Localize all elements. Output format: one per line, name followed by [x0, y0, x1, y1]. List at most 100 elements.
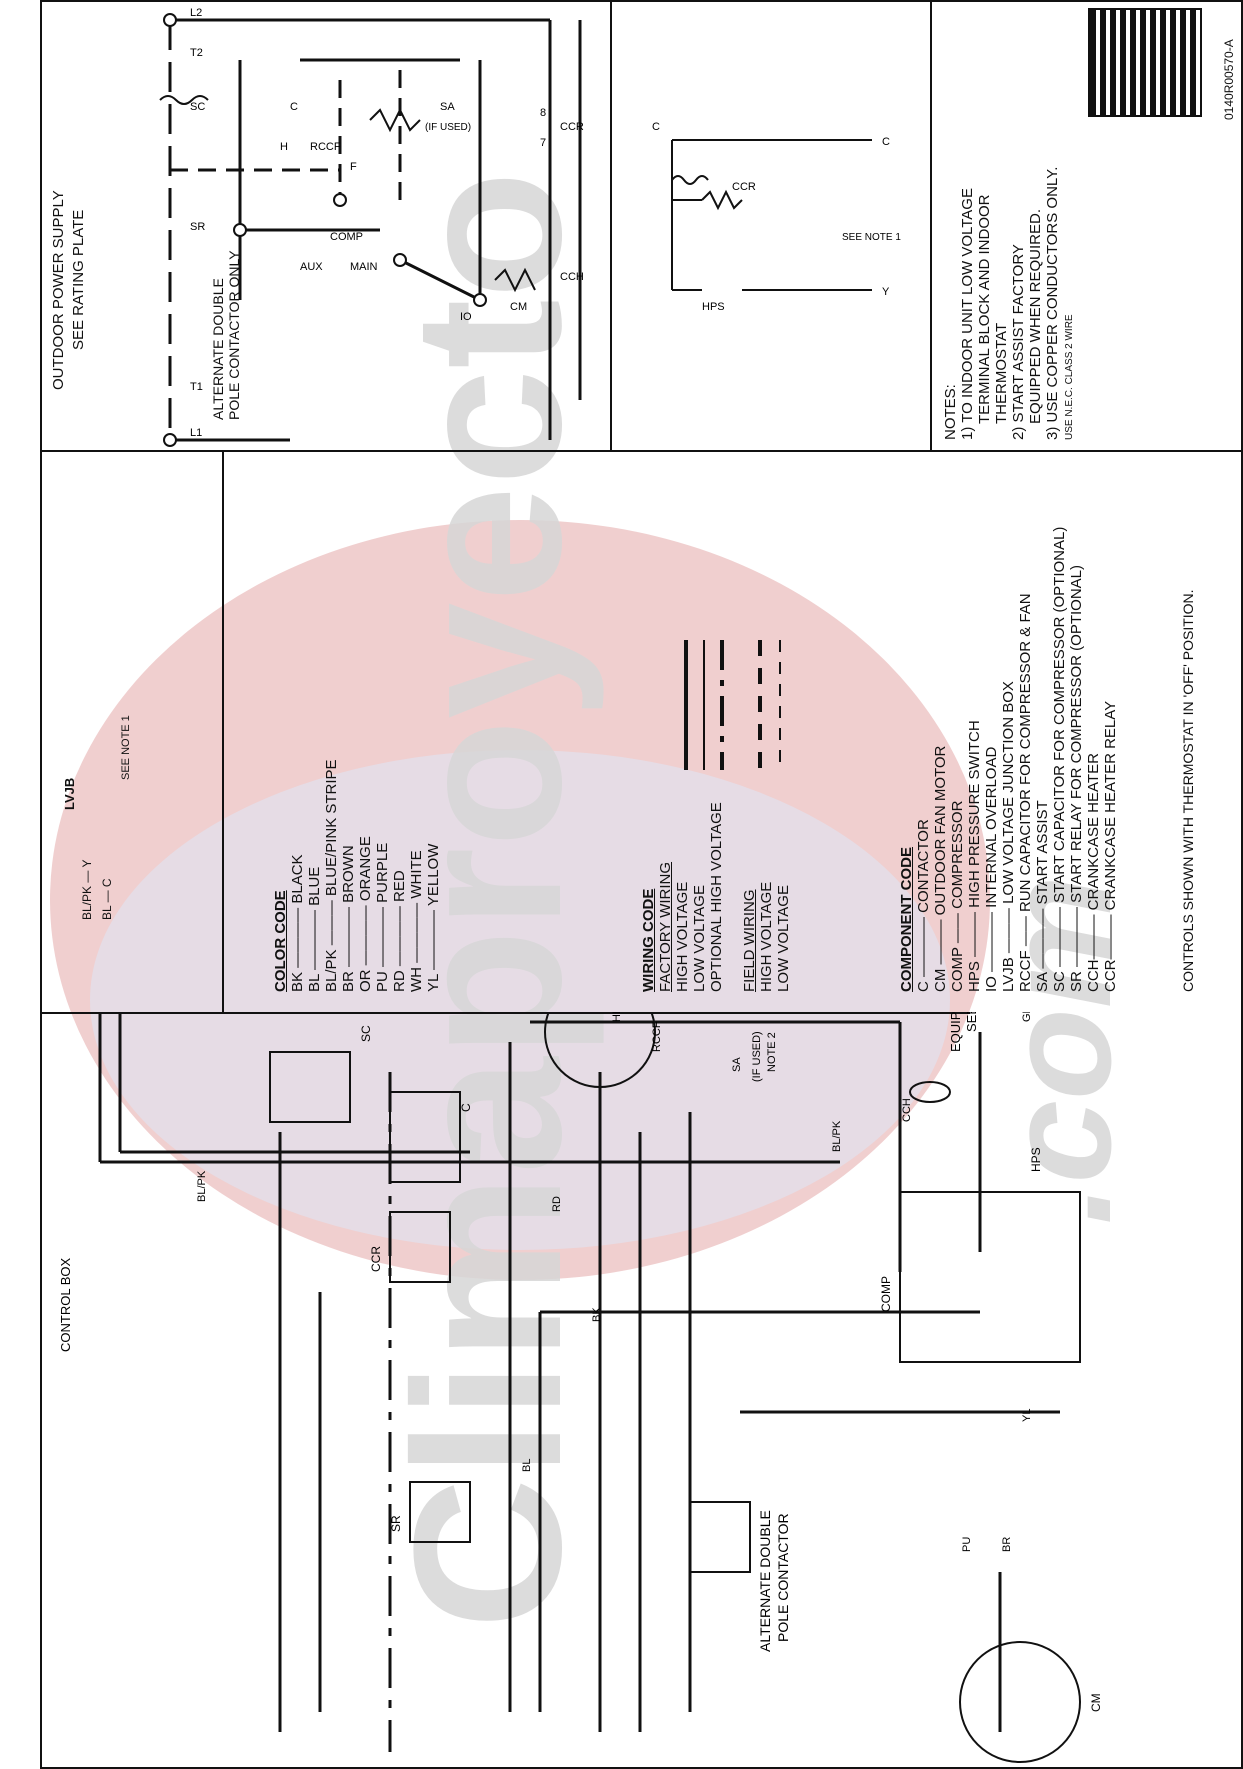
schem-label-CCR: CCR [560, 121, 584, 133]
lvjb-wire1: BL/PK — Y [80, 859, 94, 921]
field-high-voltage: HIGH VOLTAGE [758, 881, 775, 992]
ladder-cm: CM [1089, 1693, 1103, 1712]
note-line-1: 1) TO INDOOR UNIT LOW VOLTAGE [959, 188, 976, 440]
color-code-or: OR ———— ORANGE [357, 836, 374, 992]
color-code-rd: RD ———— RED [391, 870, 408, 992]
comp-code-cch: CCH——— CRANKCASE HEATER [1085, 753, 1102, 992]
ladder-alt1: ALTERNATE DOUBLE [757, 1510, 773, 1652]
lvjb-see-note: SEE NOTE 1 [120, 715, 132, 780]
comp-code-sa: SA ———— START ASSIST [1034, 800, 1051, 992]
ladder-cch: CCH [901, 1098, 913, 1122]
lvjb-term2: C [100, 878, 114, 888]
ladder-gr: GR [1021, 1012, 1033, 1022]
ladder-section-divider [222, 452, 224, 1012]
lv-label-Y: Y [882, 286, 890, 298]
low-voltage-divider [930, 0, 932, 452]
note-line-6: 3) USE COPPER CONDUCTORS ONLY. [1044, 166, 1061, 440]
component-code-legend: COMPONENT CODE C ———— CONTACTOR CM ——— O… [898, 527, 1119, 992]
wire-blpk-1: BL/PK [196, 1170, 208, 1202]
outdoor-supply-title: OUTDOOR POWER SUPPLY [50, 190, 67, 390]
color-code-blpk: BL/PK ——— BLUE/PINK STRIPE [323, 759, 340, 992]
schem-label-SA: SA [440, 101, 455, 113]
schem-label-L2: L2 [190, 7, 202, 19]
lvjb-title: LVJB [62, 777, 77, 810]
lv-label-C: C [652, 121, 660, 133]
note-line-2: TERMINAL BLOCK AND INDOOR [976, 194, 993, 424]
wiring-line-samples [684, 640, 781, 770]
schem-label-T1: T1 [190, 381, 203, 393]
wire-bl: BL [521, 1459, 533, 1472]
factory-high-voltage: HIGH VOLTAGE [674, 881, 691, 992]
ladder-sr: SR [389, 1515, 403, 1532]
comp-code-sr: SR ———— START RELAY FOR COMPRESSOR (OPTI… [1068, 564, 1085, 992]
schem-label-C-cap: C [290, 101, 298, 113]
schem-label-8: 8 [540, 107, 546, 119]
color-code-title: COLOR CODE [272, 890, 289, 992]
comp-code-c: C ———— CONTACTOR [915, 819, 932, 992]
color-code-legend: COLOR CODE BK ———— BLACK BL ———— BLUE BL… [272, 759, 442, 992]
wire-yl: YL [1021, 1409, 1033, 1422]
ladder-ccr: CCR [369, 1246, 383, 1272]
schem-label-L1: L1 [190, 427, 202, 439]
outdoor-supply-sub: SEE RATING PLATE [70, 209, 87, 350]
ladder-control-box: CONTROL BOX [58, 1258, 73, 1352]
wire-bk: BK [591, 1307, 603, 1322]
sr-box [409, 1481, 471, 1543]
schem-label-7: 7 [540, 137, 546, 149]
contactor-box [389, 1091, 461, 1183]
wiring-code-title: WIRING CODE [640, 888, 657, 992]
schem-label-MAIN: MAIN [350, 261, 378, 273]
ccr-box [389, 1211, 451, 1283]
color-code-br: BR ———— BROWN [340, 845, 357, 992]
ladder-herm: HERM [611, 1012, 623, 1022]
comp-box [899, 1191, 1081, 1363]
ladder-frame [40, 452, 1243, 1769]
field-wiring-title: FIELD WIRING [741, 889, 758, 992]
schem-label-CCH: CCH [560, 271, 584, 283]
cch-coil [909, 1081, 951, 1103]
notes-block: NOTES: 1) TO INDOOR UNIT LOW VOLTAGE TER… [942, 167, 1078, 440]
comp-code-ccr: CCR——— CRANKCASE HEATER RELAY [1102, 700, 1119, 992]
schem-label-SC: SC [190, 101, 205, 113]
lvjb-term1: Y [80, 859, 94, 868]
ladder-sc: SC [359, 1025, 373, 1042]
schematic-divider [610, 0, 612, 452]
wire-rd: RD [551, 1196, 563, 1212]
schematic-diagram: L2 L1 T2 T1 SC SR RCCF H F C SA (IF USED… [159, 7, 584, 447]
cm-circle [959, 1641, 1081, 1763]
low-voltage-circuit: C C CCR HPS Y SEE NOTE 1 [652, 121, 901, 313]
factory-optional-high: OPTIONAL HIGH VOLTAGE [708, 802, 725, 992]
comp-code-lvjb: LVJB ——— LOW VOLTAGE JUNCTION BOX [1000, 681, 1017, 992]
schem-label-H: H [280, 141, 288, 153]
lv-label-C-end: C [882, 136, 890, 148]
comp-code-hps: HPS ——— HIGH PRESSURE SWITCH [966, 720, 983, 992]
note-line-3: THERMOSTAT [993, 322, 1010, 424]
ladder-hps: HPS [1029, 1147, 1043, 1172]
schem-label-COMP: COMP [330, 231, 363, 243]
comp-code-cm: CM ——— OUTDOOR FAN MOTOR [932, 745, 949, 992]
factory-wiring-title: FACTORY WIRING [657, 861, 674, 992]
schem-label-SR: SR [190, 221, 205, 233]
schem-label-CM: CM [510, 301, 527, 313]
qr-code [1088, 8, 1202, 117]
color-code-bl: BL ———— BLUE [306, 866, 323, 992]
note-line-4: 2) START ASSIST FACTORY [1010, 244, 1027, 440]
wire-br: BR [1001, 1537, 1013, 1552]
lvjb-wire1-label: BL/PK [80, 885, 94, 920]
note-line-5: EQUIPPED WHEN REQUIRED. [1027, 208, 1044, 424]
notes-title: NOTES: [942, 384, 959, 440]
lvjb-wire2: BL — C [100, 878, 114, 920]
lv-label-CCR: CCR [732, 181, 756, 193]
ladder-sa: SA [731, 1057, 743, 1072]
schem-label-T2: T2 [190, 47, 203, 59]
component-code-title: COMPONENT CODE [898, 846, 915, 992]
alt-contactor-2: POLE CONTACTOR ONLY [226, 250, 242, 420]
wire-pu: PU [961, 1537, 973, 1552]
ladder-section-hline [40, 1012, 970, 1014]
ladder-c: C [459, 1103, 473, 1112]
note-nec: USE N.E.C. CLASS 2 WIRE [1064, 314, 1075, 440]
wiring-code-legend: WIRING CODE FACTORY WIRING HIGH VOLTAGE … [640, 802, 792, 992]
schem-label-RCCF: RCCF [310, 141, 341, 153]
drawing-number: 0140R00570-A [1222, 39, 1236, 120]
schem-label-AUX: AUX [300, 261, 323, 273]
